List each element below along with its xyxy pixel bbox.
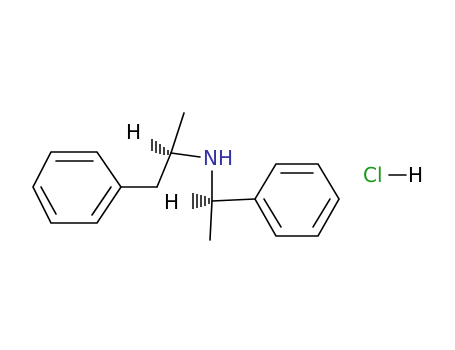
- stereo-hydrogen-1: H: [126, 120, 141, 144]
- amine-nh-label: NH: [203, 146, 233, 170]
- left-ring-inner-bond-3: [40, 186, 57, 215]
- right-phenyl-ring: [254, 163, 340, 237]
- left-ring-inner-bond-2: [91, 186, 112, 216]
- chiral-to-methyl-bond: [170, 112, 185, 154]
- hydrogen-chloride: Cl H: [363, 163, 423, 187]
- ch2-to-chiral-bond: [156, 152, 172, 188]
- hashed-wedge-2: [192, 193, 210, 209]
- hcl-hydrogen-label: H: [408, 163, 423, 187]
- right-ring-inner-bond-3: [263, 198, 282, 228]
- right-ring-inner-bond-2: [312, 198, 331, 228]
- right-ring-outline: [254, 163, 340, 237]
- chiral2-to-ring-bond: [211, 198, 256, 202]
- chiral-to-nitrogen-bond: [170, 152, 201, 158]
- chlorine-label: Cl: [363, 163, 383, 187]
- alkyl-chain: [120, 112, 201, 188]
- stereo-hydrogen-2: H: [164, 190, 179, 214]
- left-phenyl-ring: [32, 151, 122, 224]
- phenylethyl-chain: [209, 170, 256, 241]
- chiral2-to-methyl-bond: [209, 200, 213, 241]
- hashed-wedge-1: [151, 139, 169, 155]
- left-ring-outline: [32, 151, 122, 224]
